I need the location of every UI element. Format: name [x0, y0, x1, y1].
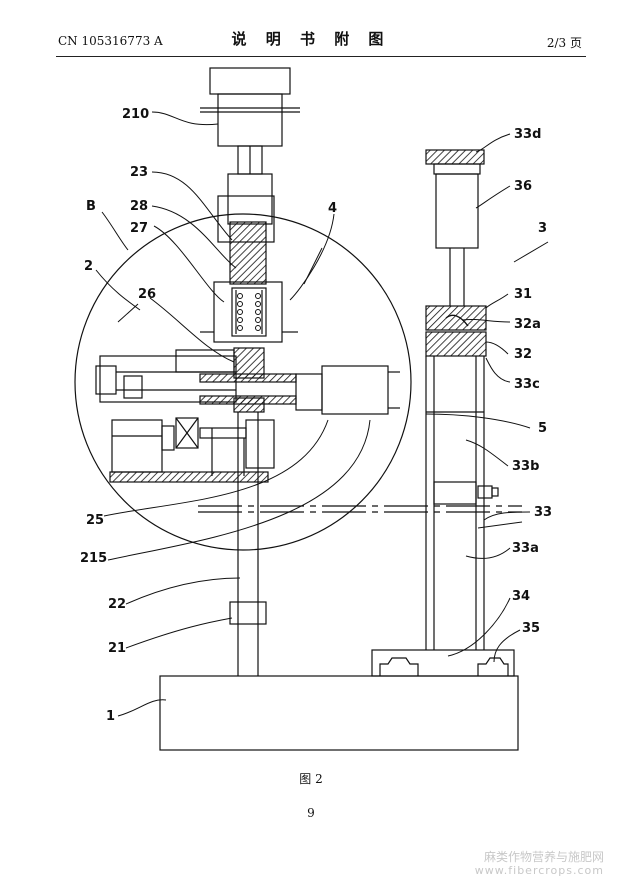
label-4: 4 [328, 201, 337, 216]
page-number: 9 [307, 806, 315, 820]
label-1: 1 [106, 709, 115, 724]
part-labels: 210 23 28 27 B 2 26 4 25 215 22 21 1 33d… [80, 107, 552, 724]
label-210: 210 [122, 107, 149, 122]
base-block [159, 675, 519, 751]
label-5: 5 [538, 421, 547, 436]
label-33c: 33c [514, 377, 540, 392]
horizontal-arm [95, 349, 400, 415]
document-title: 说 明 书 附 图 [231, 30, 391, 48]
label-22: 22 [108, 597, 126, 612]
label-31: 31 [514, 287, 532, 302]
label-21: 21 [108, 641, 126, 656]
motor-assembly [109, 417, 275, 483]
right-column [371, 149, 515, 677]
label-34: 34 [512, 589, 530, 604]
label-27: 27 [130, 221, 148, 236]
break-line [198, 505, 522, 513]
spring [237, 293, 261, 331]
watermark-text: 麻类作物营养与施肥网 [483, 850, 604, 864]
label-26: 26 [138, 287, 156, 302]
figure-caption: 图 2 [299, 772, 323, 786]
label-32: 32 [514, 347, 532, 362]
left-column [200, 67, 300, 676]
label-35: 35 [522, 621, 540, 636]
label-25: 25 [86, 513, 104, 528]
label-33d: 33d [514, 127, 541, 142]
watermark-url: www.fibercrops.com [474, 864, 604, 877]
label-23: 23 [130, 165, 148, 180]
label-28: 28 [130, 199, 148, 214]
header-rule [56, 56, 586, 57]
label-2: 2 [84, 259, 93, 274]
leader-lines [95, 111, 549, 717]
label-33: 33 [534, 505, 552, 520]
label-33b: 33b [512, 459, 539, 474]
label-32a: 32a [514, 317, 541, 332]
patent-number: CN 105316773 A [58, 34, 163, 48]
label-b: B [86, 199, 96, 214]
label-36: 36 [514, 179, 532, 194]
detail-circle-b [74, 213, 412, 551]
label-33a: 33a [512, 541, 539, 556]
label-3: 3 [538, 221, 547, 236]
page-of: 2/3 页 [546, 36, 582, 50]
label-215: 215 [80, 551, 107, 566]
